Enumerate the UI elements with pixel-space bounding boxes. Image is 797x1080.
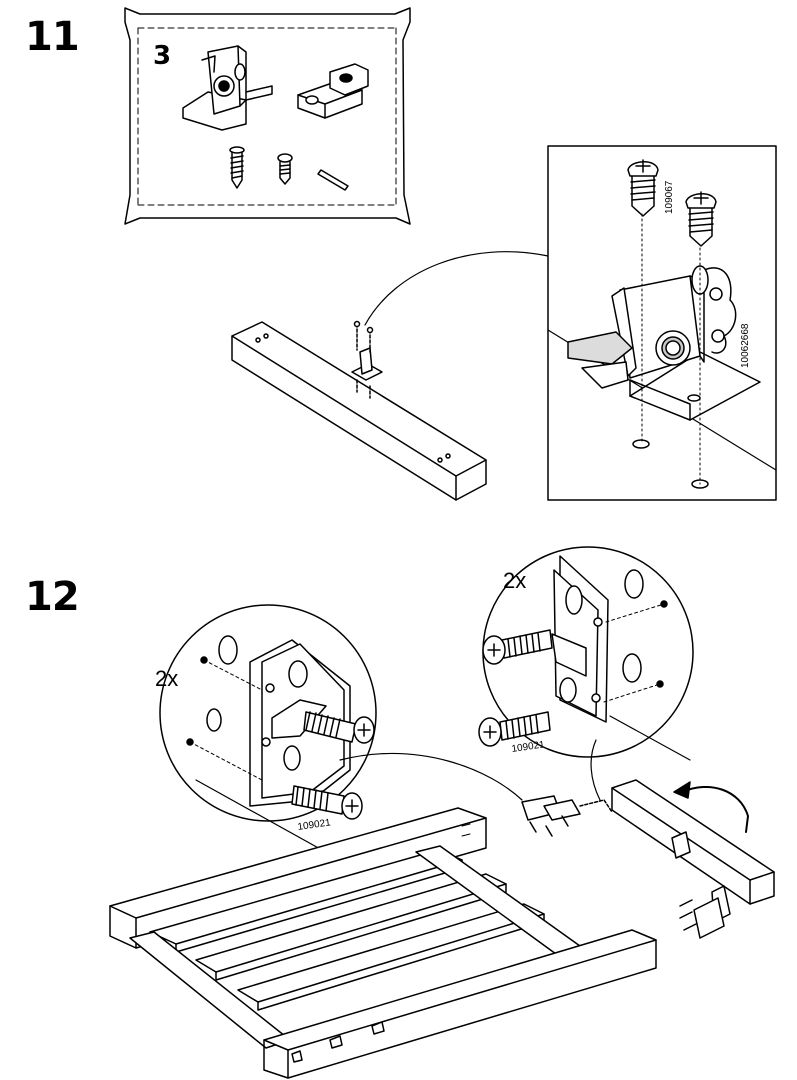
detail-circle-left xyxy=(159,604,377,861)
small-fitting-on-rail xyxy=(351,320,383,399)
end-piece xyxy=(611,779,775,939)
screw-right-lower xyxy=(478,711,551,747)
detail-screw-10062668 xyxy=(685,191,717,247)
screw-left-lower xyxy=(291,785,363,820)
parts-bag-quantity: 3 xyxy=(153,41,171,71)
callout-curve xyxy=(364,251,549,326)
part-code-right: 109021 xyxy=(511,739,546,755)
step-12-number: 12 xyxy=(25,574,80,620)
detail-circle-right xyxy=(482,546,694,761)
small-bracket-with-screws xyxy=(521,795,613,837)
detail-screw-109067 xyxy=(627,159,659,217)
part-code-109067: 109067 xyxy=(664,180,675,214)
short-screw-icon xyxy=(277,153,293,185)
dowel-pin-icon xyxy=(317,169,349,191)
part-code-10062668: 10062668 xyxy=(740,323,751,368)
step-11-number: 11 xyxy=(25,14,80,60)
detail-fitting xyxy=(547,213,777,489)
rotate-arrow-icon xyxy=(673,781,749,833)
parts-bag xyxy=(124,7,411,225)
multiplier-right: 2x xyxy=(503,568,526,593)
screw-right-upper xyxy=(482,629,553,665)
long-screw-icon xyxy=(229,146,245,189)
bench-frame xyxy=(109,807,657,1079)
fitting-bracket-icon xyxy=(182,45,273,131)
screw-left-upper xyxy=(303,711,375,744)
callout-curve-left xyxy=(339,753,523,801)
connector-block-icon xyxy=(297,63,369,119)
callout-curve-right xyxy=(590,739,601,801)
multiplier-left: 2x xyxy=(155,666,178,691)
part-code-left: 109021 xyxy=(297,817,332,833)
rail-beam xyxy=(231,321,487,501)
